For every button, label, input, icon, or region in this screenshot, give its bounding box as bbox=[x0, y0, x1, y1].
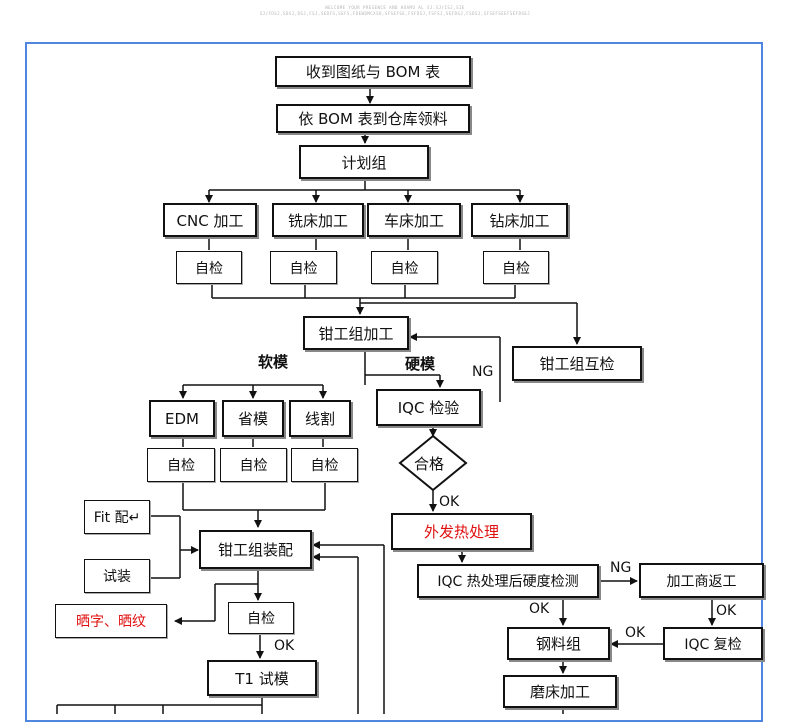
header-line-2: SJ/FDSJ,SDSJ,DSJ,FSJ,SEDFS,SEFS,FDEWDMCX… bbox=[259, 11, 531, 16]
node-save: 省模 bbox=[222, 400, 284, 437]
node-lathe: 车床加工 bbox=[367, 203, 461, 237]
node-vendor: 加工商返工 bbox=[639, 563, 764, 598]
node-iqc: IQC 检验 bbox=[376, 389, 481, 426]
node-mill: 铣床加工 bbox=[272, 203, 364, 237]
node-selfcheck-2: 自检 bbox=[270, 251, 337, 284]
node-selfcheck-4: 自检 bbox=[483, 251, 549, 284]
label-ok-4: OK bbox=[625, 625, 646, 641]
decision-diamond bbox=[398, 434, 468, 492]
node-iqc-hard: IQC 热处理后硬度检测 bbox=[417, 564, 599, 598]
label-hard: 硬模 bbox=[405, 355, 436, 373]
node-t1: T1 试模 bbox=[207, 660, 317, 696]
node-selfcheck-8: 自检 bbox=[228, 602, 294, 634]
node-qualified: 合格 bbox=[414, 455, 445, 473]
label-soft: 软模 bbox=[258, 353, 289, 371]
node-selfcheck-1: 自检 bbox=[176, 251, 242, 284]
node-plan: 计划组 bbox=[299, 145, 429, 179]
node-grind: 磨床加工 bbox=[503, 675, 617, 708]
node-fitter: 钳工组加工 bbox=[303, 316, 409, 350]
header-line-1: WELCOME YOUR PRESENCE AND HUAMU AL SJ.SJ… bbox=[325, 5, 465, 10]
node-selfcheck-3: 自检 bbox=[371, 251, 438, 284]
node-pick: 依 BOM 表到仓库领料 bbox=[276, 104, 470, 133]
label-ng-2: NG bbox=[610, 560, 632, 576]
node-edm: EDM bbox=[149, 400, 215, 437]
label-ok-1: OK bbox=[439, 494, 460, 510]
node-mutual: 钳工组互检 bbox=[512, 346, 642, 381]
node-assemble: 钳工组装配 bbox=[199, 530, 312, 569]
node-selfcheck-5: 自检 bbox=[147, 448, 215, 482]
node-selfcheck-6: 自检 bbox=[220, 448, 287, 482]
node-fit: Fit 配↵ bbox=[84, 500, 150, 534]
node-receive: 收到图纸与 BOM 表 bbox=[275, 56, 471, 87]
label-ng-1: NG bbox=[472, 364, 494, 380]
node-iqc-recheck: IQC 复检 bbox=[663, 627, 763, 660]
label-ok-3: OK bbox=[716, 603, 737, 619]
node-selfcheck-7: 自检 bbox=[291, 448, 358, 482]
node-texture: 晒字、晒纹 bbox=[55, 604, 167, 638]
node-wire: 线割 bbox=[289, 400, 351, 437]
node-outsource-heat: 外发热处理 bbox=[391, 513, 532, 550]
node-drill: 钻床加工 bbox=[471, 203, 568, 237]
node-cnc: CNC 加工 bbox=[163, 203, 257, 237]
label-ok-2: OK bbox=[529, 601, 550, 617]
label-ok-5: OK bbox=[274, 638, 295, 654]
node-trial: 试装 bbox=[84, 559, 150, 593]
node-steel: 钢料组 bbox=[507, 627, 610, 660]
